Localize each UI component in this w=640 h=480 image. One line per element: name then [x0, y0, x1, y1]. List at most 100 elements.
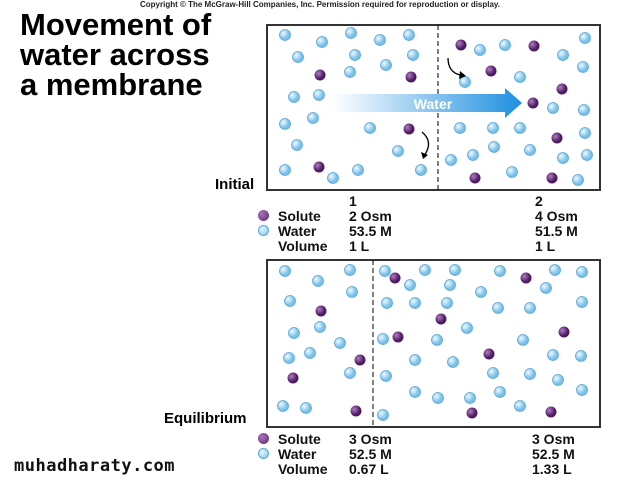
value-2: 4 Osm — [535, 208, 578, 224]
water-molecule — [403, 29, 415, 41]
water-molecule — [279, 118, 291, 130]
water-molecule — [377, 409, 389, 421]
solute-particle — [469, 172, 481, 184]
water-molecule — [547, 102, 559, 114]
water-molecule — [374, 34, 386, 46]
water-molecule — [431, 334, 443, 346]
water-molecule — [577, 61, 589, 73]
water-molecule — [557, 152, 569, 164]
water-molecule — [314, 321, 326, 333]
title-line: a membrane — [20, 67, 203, 102]
water-molecule — [279, 29, 291, 41]
water-molecule — [346, 286, 358, 298]
water-molecule — [352, 164, 364, 176]
water-molecule — [576, 266, 588, 278]
water-molecule — [409, 354, 421, 366]
solute-particle — [314, 69, 326, 81]
water-molecule — [415, 164, 427, 176]
value-2: 51.5 M — [535, 223, 578, 239]
water-molecule — [344, 264, 356, 276]
water-molecule — [575, 350, 587, 362]
water-molecule — [494, 265, 506, 277]
curved-arrow-icon — [421, 131, 430, 157]
solute-particle — [287, 372, 299, 384]
water-molecule — [404, 279, 416, 291]
water-molecule — [514, 400, 526, 412]
water-molecule — [432, 392, 444, 404]
water-molecule — [578, 104, 590, 116]
solute-particle — [313, 161, 325, 173]
water-molecule — [488, 141, 500, 153]
water-molecule — [514, 71, 526, 83]
solute-particle — [545, 406, 557, 418]
value-1: 3 Osm — [349, 431, 392, 447]
row-label: Solute — [278, 431, 321, 447]
water-molecule — [349, 49, 361, 61]
solute-particle — [551, 132, 563, 144]
value-1: 0.67 L — [349, 461, 389, 477]
row-label: Volume — [278, 461, 328, 477]
solute-particle — [546, 172, 558, 184]
water-molecule — [345, 27, 357, 39]
watermark: muhadharaty.com — [14, 456, 176, 476]
water-molecule — [379, 265, 391, 277]
water-molecule — [540, 282, 552, 294]
water-molecule — [576, 384, 588, 396]
compartment-1-label: 1 — [349, 193, 357, 209]
water-molecule — [557, 49, 569, 61]
water-molecule — [447, 356, 459, 368]
solute-particle — [455, 39, 467, 51]
row-label: Water — [278, 446, 317, 462]
value-1: 2 Osm — [349, 208, 392, 224]
solute-particle — [403, 123, 415, 135]
water-molecule — [304, 347, 316, 359]
water-molecule — [576, 296, 588, 308]
arrowhead-icon — [421, 152, 428, 159]
solute-particle — [558, 326, 570, 338]
water-molecule — [344, 66, 356, 78]
water-molecule — [316, 36, 328, 48]
solute-particle — [556, 83, 568, 95]
water-molecule — [494, 386, 506, 398]
water-molecule — [487, 367, 499, 379]
value-1: 52.5 M — [349, 446, 392, 462]
solute-particle — [315, 305, 327, 317]
water-molecule — [475, 286, 487, 298]
solute-particle — [485, 65, 497, 77]
water-molecule — [380, 59, 392, 71]
water-icon — [258, 448, 269, 459]
water-molecule — [579, 127, 591, 139]
value-2: 1.33 L — [532, 461, 572, 477]
water-molecule — [572, 174, 584, 186]
solute-particle — [520, 272, 532, 284]
value-1: 53.5 M — [349, 223, 392, 239]
water-molecule — [454, 122, 466, 134]
water-molecule — [487, 122, 499, 134]
water-molecule — [307, 112, 319, 124]
water-molecule — [441, 297, 453, 309]
water-molecule — [381, 297, 393, 309]
water-molecule — [409, 386, 421, 398]
water-molecule — [459, 76, 471, 88]
water-molecule — [279, 164, 291, 176]
water-molecule — [581, 149, 593, 161]
row-label: Solute — [278, 208, 321, 224]
water-molecule — [506, 166, 518, 178]
solute-particle — [528, 40, 540, 52]
water-molecule — [499, 39, 511, 51]
water-molecule — [291, 139, 303, 151]
water-molecule — [524, 368, 536, 380]
water-molecule — [445, 154, 457, 166]
curved-arrow-icon — [447, 57, 461, 76]
solute-particle — [466, 407, 478, 419]
arrow-label: Water — [414, 96, 453, 112]
water-molecule — [288, 327, 300, 339]
title-line: Movement of — [20, 7, 212, 42]
water-molecule — [579, 32, 591, 44]
water-molecule — [288, 91, 300, 103]
diagram-title: Movement of water across a membrane — [20, 7, 212, 102]
water-molecule — [313, 89, 325, 101]
